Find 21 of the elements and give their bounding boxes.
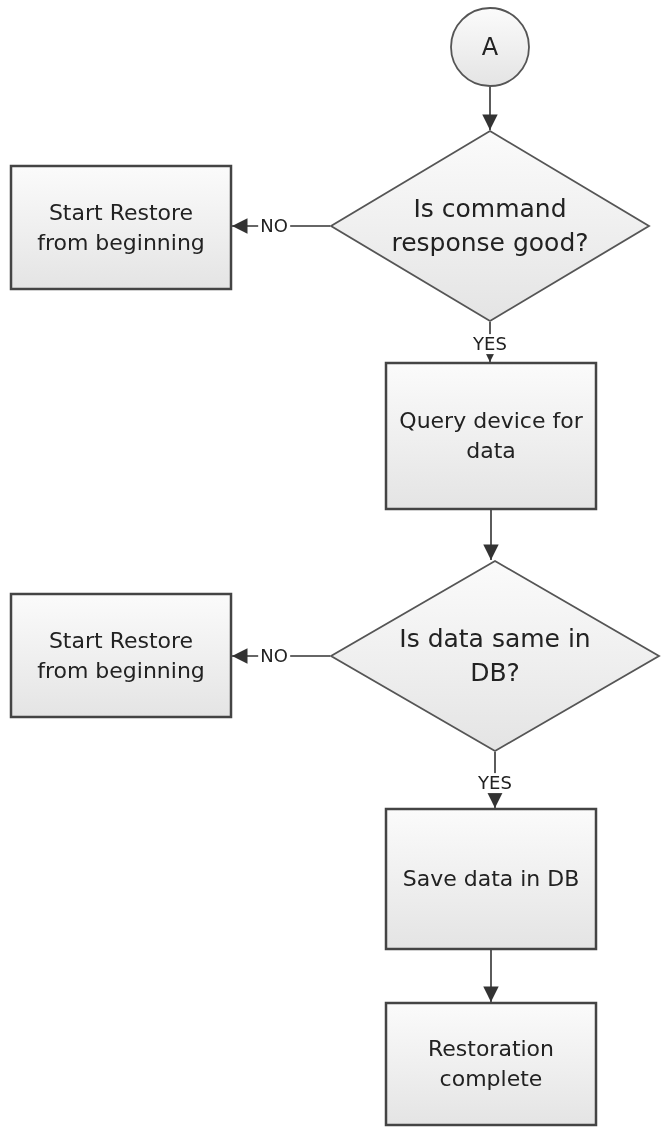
connector-circle xyxy=(450,7,530,87)
arrow xyxy=(483,949,499,1003)
process-box xyxy=(10,593,232,718)
node-text: Query device for data xyxy=(398,407,584,465)
process-box xyxy=(385,1002,597,1126)
node-text: A xyxy=(481,31,499,63)
node-text: Is data same in DB? xyxy=(398,623,592,689)
node-text: Is command response good? xyxy=(390,193,590,259)
process-box xyxy=(385,808,597,950)
process-box xyxy=(385,362,597,510)
node-text: Restoration complete xyxy=(426,1035,556,1093)
node-text: Save data in DB xyxy=(402,865,580,894)
node-text: Start Restore from beginning xyxy=(36,198,206,257)
decision-diamond xyxy=(330,560,660,752)
arrow xyxy=(483,509,499,561)
edge-label: YES xyxy=(476,772,514,793)
arrow xyxy=(482,86,498,131)
node-text: Start Restore from beginning xyxy=(36,626,206,685)
edge-label: YES xyxy=(471,334,509,354)
process-box xyxy=(10,165,232,290)
decision-diamond xyxy=(330,130,650,322)
